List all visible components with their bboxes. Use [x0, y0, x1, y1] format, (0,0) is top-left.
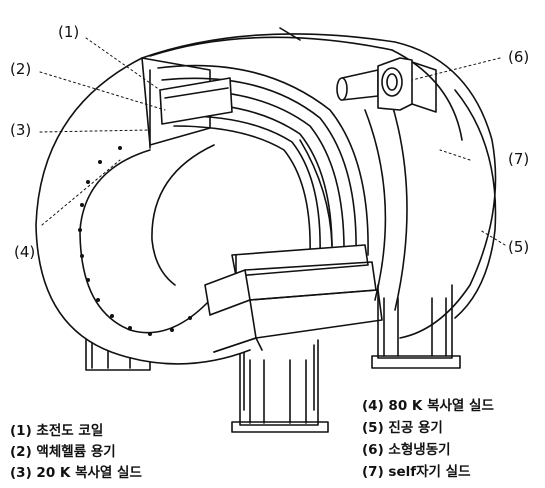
cryocooler — [336, 57, 437, 113]
front-shield-face — [35, 57, 251, 365]
legend-item-3: (3) 20 K 복사열 실드 — [10, 465, 142, 481]
bolt-ring — [78, 146, 192, 336]
callout-6: (6) — [508, 48, 530, 66]
legend-item-5: (5) 진공 용기 — [362, 420, 443, 436]
callout-2: (2) — [10, 60, 32, 78]
callout-1: (1) — [58, 23, 80, 41]
cutaway-section — [141, 57, 383, 353]
legend-item-1: (1) 초전도 코일 — [10, 423, 104, 439]
callout-3: (3) — [10, 121, 32, 139]
callout-4: (4) — [14, 243, 36, 261]
legend-item-2: (2) 액체헬륨 용기 — [10, 444, 116, 460]
bore-opening — [79, 149, 211, 334]
leader-lines — [39, 37, 506, 246]
callout-7: (7) — [508, 150, 530, 168]
legend-item-7: (7) self자기 실드 — [362, 464, 471, 480]
support-legs — [85, 284, 461, 433]
legend-item-6: (6) 소형냉동기 — [362, 442, 451, 458]
legend-item-4: (4) 80 K 복사열 실드 — [362, 398, 494, 414]
callout-5: (5) — [508, 238, 530, 256]
